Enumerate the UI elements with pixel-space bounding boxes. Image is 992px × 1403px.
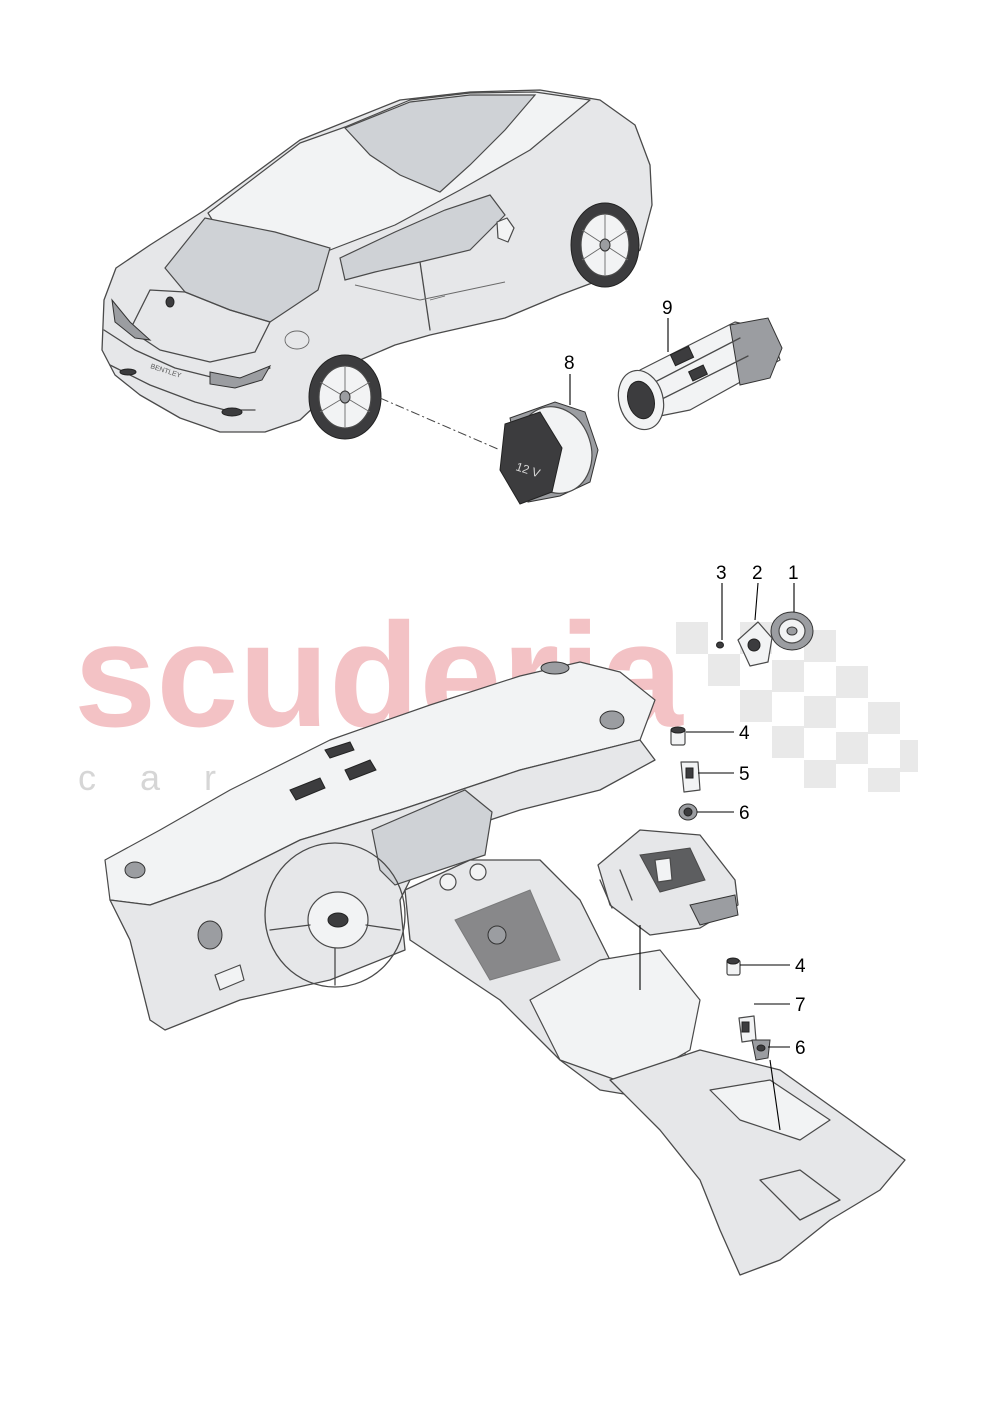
armrest	[529, 949, 701, 1086]
console-tunnel	[609, 1049, 906, 1276]
part-4-upper	[670, 726, 686, 746]
rear-wheel	[308, 354, 382, 440]
usb-holder-module	[597, 829, 739, 936]
part-7-usb-socket	[738, 1015, 757, 1043]
tail-light-left	[111, 298, 152, 341]
callout-7: 7	[795, 995, 806, 1016]
callout-4-lower: 4	[795, 956, 806, 977]
part-1-knob	[770, 611, 814, 651]
part-6-lower-nut	[751, 1039, 771, 1061]
side-window	[339, 194, 506, 281]
center-screen	[371, 789, 493, 886]
leader-lines	[569, 318, 795, 1131]
callout-1: 1	[788, 563, 799, 584]
tail-light-right	[209, 365, 272, 389]
front-wheel	[570, 202, 640, 288]
rear-emblem	[165, 296, 175, 308]
part-5-usb-socket	[680, 761, 701, 793]
callout-numbers: 9 8 3 2 1 4 5 6 4 7 6	[564, 298, 806, 1059]
steering-wheel	[264, 842, 406, 988]
part-8-socket-cover: 12 V	[499, 401, 599, 505]
callout-8: 8	[564, 353, 575, 374]
callout-2: 2	[752, 563, 763, 584]
windshield	[343, 94, 537, 193]
part-9-socket-housing	[617, 317, 783, 431]
callout-3: 3	[716, 563, 727, 584]
part-6-upper-nut	[678, 803, 698, 821]
location-leader	[379, 397, 501, 451]
part-3-clip	[716, 641, 724, 649]
callout-6-lower: 6	[795, 1038, 806, 1059]
watermark-checker-flag	[676, 622, 918, 792]
callout-4-upper: 4	[739, 723, 750, 744]
dashboard-illustration	[104, 661, 906, 1276]
car-illustration: BENTLEY	[101, 89, 653, 440]
callout-5: 5	[739, 764, 750, 785]
callout-6-upper: 6	[739, 803, 750, 824]
callout-9: 9	[662, 298, 673, 319]
part-2-bracket	[737, 621, 773, 667]
part-4-lower	[726, 957, 741, 976]
